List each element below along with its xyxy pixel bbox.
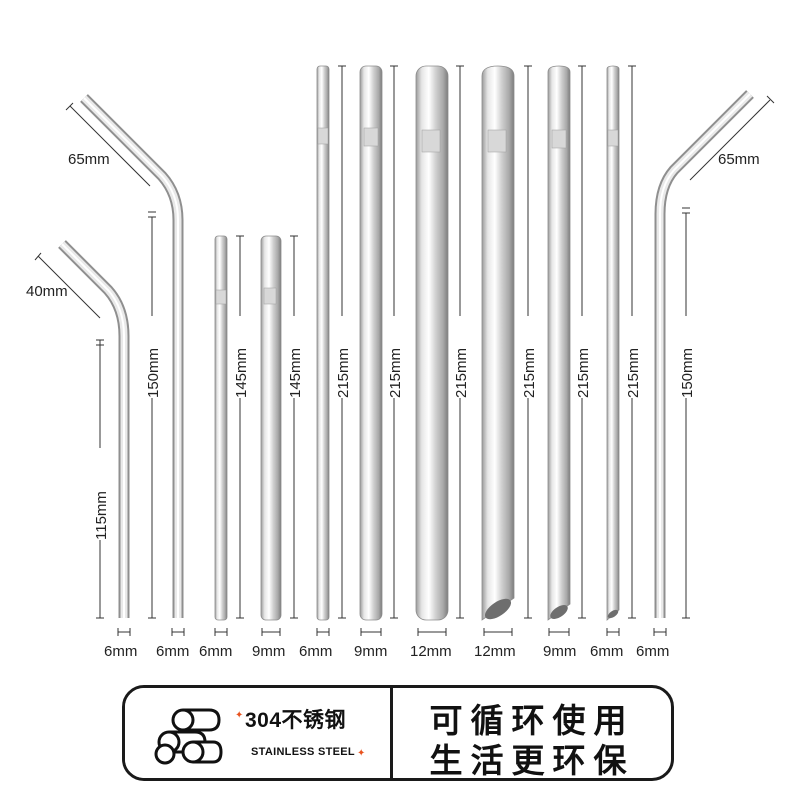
straw-angled-215-9mm (547, 65, 586, 636)
slogan-line-1: 可循环使用 (429, 701, 635, 740)
diameter-label-6mm-5: 6mm (590, 643, 623, 660)
length-label-150mm-left: 150mm (145, 348, 162, 398)
straw-bent-long-left (65, 94, 185, 636)
straw-angled-215-12mm (481, 65, 532, 636)
diameter-label-6mm-2: 6mm (156, 643, 189, 660)
diameter-label-6mm-4: 6mm (299, 643, 332, 660)
length-label-215mm-1: 215mm (335, 348, 352, 398)
diameter-label-12mm-1: 12mm (410, 643, 452, 660)
sparkle-icon: ✦ (357, 748, 366, 759)
length-label-115mm: 115mm (93, 491, 110, 540)
length-label-150mm-right: 150mm (679, 348, 696, 398)
straw-straight-145-9mm (260, 235, 298, 636)
badge-title: 304不锈钢 (245, 709, 347, 732)
slogan: 可循环使用 生活更环保 (393, 688, 671, 780)
diameter-label-9mm-1: 9mm (252, 643, 285, 660)
material-badge: ✦ 304不锈钢 STAINLESS STEEL ✦ (125, 688, 393, 778)
diameter-label-6mm-6: 6mm (636, 643, 669, 660)
slogan-line-2: 生活更环保 (429, 741, 635, 780)
feature-banner: ✦ 304不锈钢 STAINLESS STEEL ✦ 可循环使用 生活更环保 (122, 685, 674, 781)
length-label-145mm-2: 145mm (287, 348, 304, 398)
diameter-label-6mm-3: 6mm (199, 643, 232, 660)
bend-label-40mm: 40mm (26, 283, 68, 300)
diameter-label-9mm-3: 9mm (543, 643, 576, 660)
length-label-215mm-2: 215mm (387, 348, 404, 398)
steel-tubes-icon (154, 708, 223, 765)
length-label-215mm-5: 215mm (575, 348, 592, 398)
straw-straight-215-6mm (316, 65, 346, 636)
straw-bent-long-right (653, 90, 775, 636)
straw-angled-215-6mm (606, 65, 636, 636)
length-label-215mm-4: 215mm (521, 348, 538, 398)
diameter-label-6mm-1: 6mm (104, 643, 137, 660)
length-label-215mm-6: 215mm (625, 348, 642, 398)
length-label-215mm-3: 215mm (453, 348, 470, 398)
straw-straight-215-12mm (415, 65, 464, 636)
bend-label-65mm-left: 65mm (68, 151, 110, 168)
straw-straight-215-9mm (359, 65, 398, 636)
diameter-label-12mm-2: 12mm (474, 643, 516, 660)
diameter-label-9mm-2: 9mm (354, 643, 387, 660)
bend-label-65mm-right: 65mm (718, 151, 760, 168)
badge-subtitle: STAINLESS STEEL (251, 746, 355, 758)
straw-bent-short (34, 240, 131, 636)
straw-straight-145-6mm (214, 235, 244, 636)
length-label-145mm-1: 145mm (233, 348, 250, 398)
sparkle-icon: ✦ (235, 710, 244, 721)
